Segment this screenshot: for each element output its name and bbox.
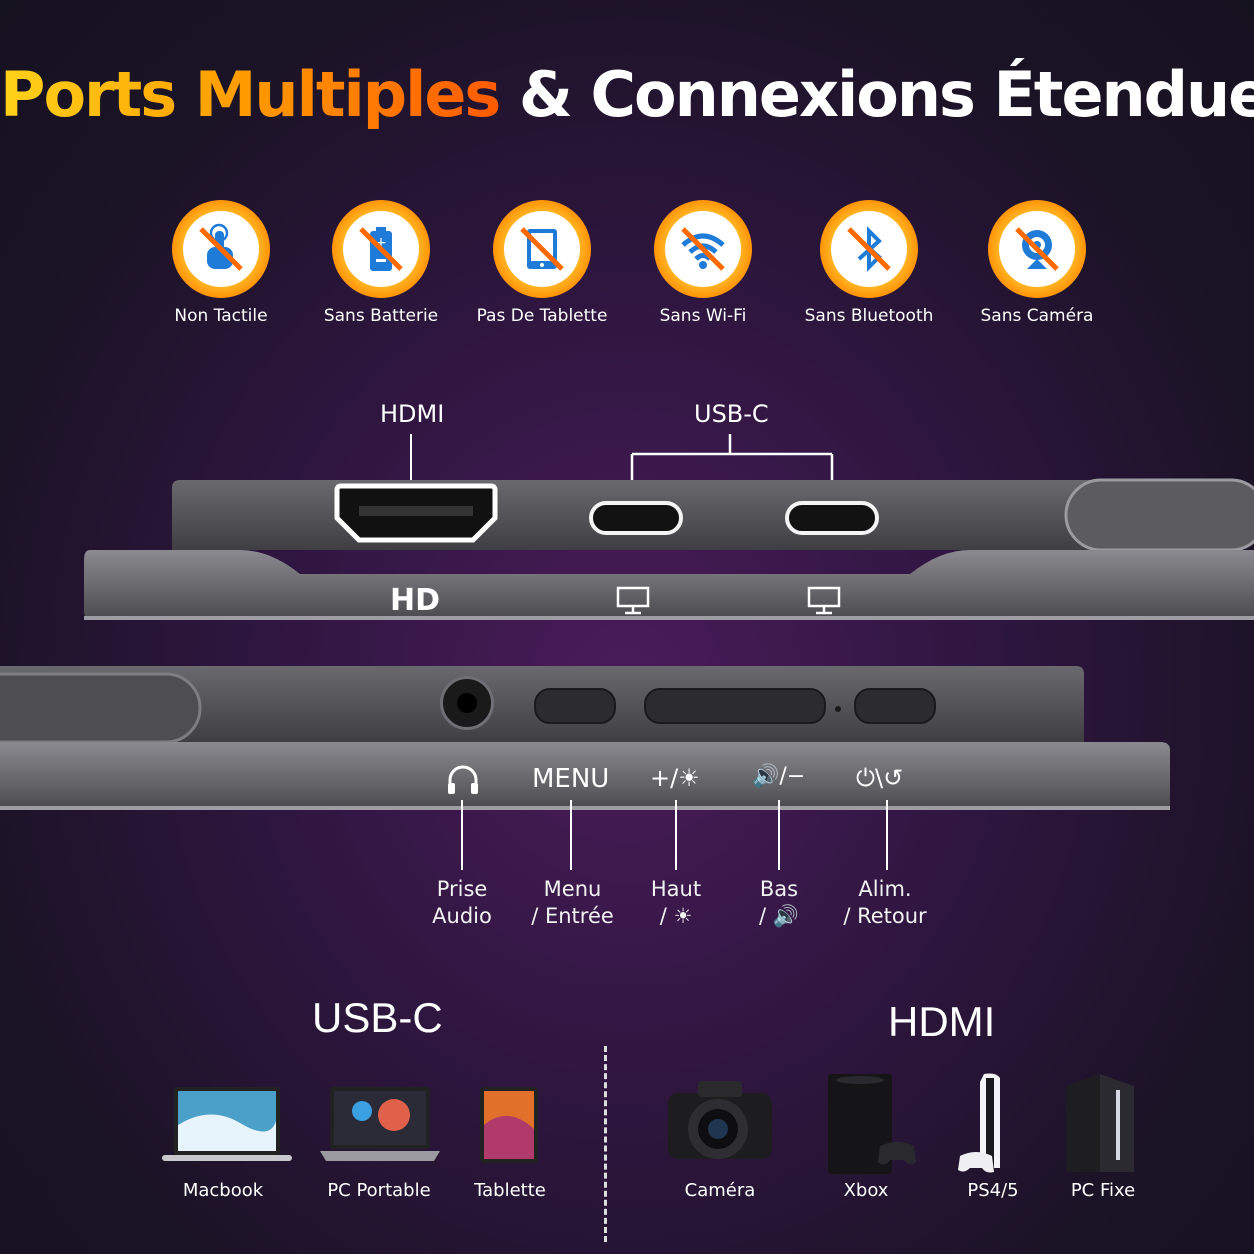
page-title: Ports Multiples & Connexions Étendues [0, 58, 1254, 131]
audio-jack [440, 676, 494, 730]
usbc-port-2 [785, 501, 879, 535]
device-label: PC Fixe [1070, 1180, 1136, 1201]
camera-icon [999, 211, 1075, 287]
svg-text:+: + [375, 235, 387, 251]
minus-marking: 🔊/− [752, 764, 806, 789]
device-label: PS4/5 [967, 1180, 1019, 1201]
menu-button[interactable] [534, 688, 616, 724]
rocker-button[interactable] [644, 688, 826, 724]
monitor-side-edge [0, 666, 1170, 810]
macbook-icon [162, 1087, 292, 1161]
power-button[interactable] [854, 688, 936, 724]
feature-sans-bluetooth: Sans Bluetooth [789, 200, 949, 326]
feature-pas-de-tablette: Pas De Tablette [462, 200, 622, 326]
headphones-icon [448, 765, 478, 794]
device-label: PC Portable [327, 1180, 431, 1201]
label-power: Alim./ Retour [843, 877, 927, 928]
feature-label: Sans Caméra [980, 306, 1094, 326]
wifi-icon [665, 211, 741, 287]
title-highlight: Ports Multiples [0, 58, 501, 131]
usbc-bracket [630, 434, 834, 498]
hdmi-port [334, 483, 498, 543]
power-marking: ⏻\↺ [856, 764, 904, 792]
tablet-icon [504, 211, 580, 287]
camera-device-icon [668, 1081, 772, 1159]
battery-icon: + [343, 211, 419, 287]
device-label: Xbox [843, 1180, 889, 1201]
feature-label: Non Tactile [174, 306, 268, 326]
xbox-icon [828, 1074, 916, 1174]
bluetooth-icon [831, 211, 907, 287]
hdmi-port-label: HDMI [380, 400, 445, 428]
hdmi-heading: HDMI [888, 998, 996, 1045]
feature-sans-batterie: + Sans Batterie [301, 200, 461, 326]
menu-marking: MENU [532, 764, 610, 794]
device-label: Caméra [684, 1180, 756, 1201]
title-rest: & Connexions Étendues [518, 58, 1254, 131]
ps5-icon [958, 1073, 1000, 1173]
display-icon [616, 586, 650, 615]
feature-label: Sans Bluetooth [804, 306, 934, 326]
pointer-line [570, 800, 572, 870]
pointer-line [886, 800, 888, 870]
hd-marking: HD [390, 583, 441, 618]
pc-tower-icon [1066, 1074, 1134, 1172]
hdmi-pointer-line [410, 434, 412, 480]
laptop-icon [320, 1087, 440, 1161]
touch-icon [183, 211, 259, 287]
label-up: Haut/ ☀ [650, 877, 702, 928]
label-menu: Menu/ Entrée [531, 877, 614, 928]
display-icon [807, 586, 841, 615]
feature-sans-wifi: Sans Wi-Fi [623, 200, 783, 326]
status-led [835, 706, 841, 712]
device-label: Macbook [182, 1180, 264, 1201]
feature-sans-camera: Sans Caméra [957, 200, 1117, 326]
usbc-port-1 [589, 501, 683, 535]
feature-label: Pas De Tablette [476, 306, 608, 326]
tablet-device-icon [480, 1087, 538, 1163]
feature-label: Sans Batterie [323, 306, 439, 326]
plus-marking: +/☀ [650, 764, 700, 792]
pointer-line [675, 800, 677, 870]
feature-label: Sans Wi-Fi [659, 306, 747, 326]
pointer-line [461, 800, 463, 870]
label-down: Bas/ 🔊 [759, 877, 799, 928]
usbc-port-label: USB-C [694, 400, 769, 428]
device-label: Tablette [474, 1180, 546, 1201]
usbc-heading: USB-C [312, 994, 443, 1041]
feature-non-tactile: Non Tactile [141, 200, 301, 326]
divider [604, 1046, 607, 1242]
pointer-line [778, 800, 780, 870]
